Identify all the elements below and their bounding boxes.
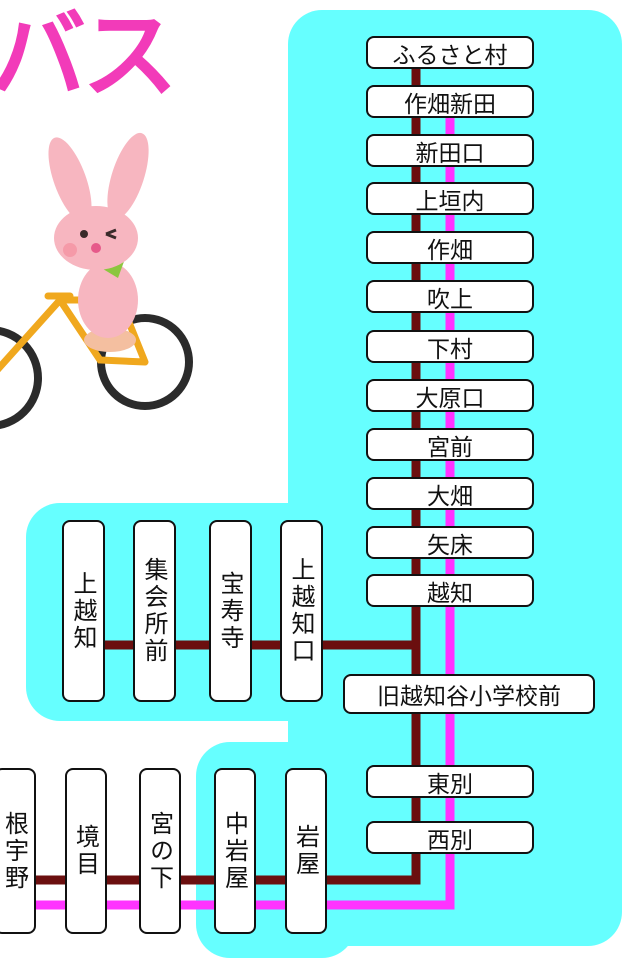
service-area-joint <box>288 700 348 760</box>
rabbit-body <box>78 262 138 338</box>
stop-kamiochiguchi[interactable]: 上越知口 <box>280 520 323 702</box>
stop-iwaya[interactable]: 岩屋 <box>285 768 327 934</box>
rabbit-mouth <box>91 243 101 253</box>
rabbit-head <box>54 206 138 270</box>
stop-ochi[interactable]: 越知 <box>366 574 534 607</box>
stop-hojuji[interactable]: 宝寿寺 <box>209 520 252 702</box>
stop-kamigaito[interactable]: 上垣内 <box>366 182 534 215</box>
stop-kyu-ochidani-school[interactable]: 旧越知谷小学校前 <box>343 674 595 714</box>
stop-sakaime[interactable]: 境目 <box>65 768 107 934</box>
rabbit-eye <box>80 230 88 238</box>
stop-obata[interactable]: 大畑 <box>366 477 534 510</box>
stop-shukaijomae[interactable]: 集会所前 <box>133 520 176 702</box>
stop-sakuhata[interactable]: 作畑 <box>366 231 534 264</box>
stop-shindenguchi[interactable]: 新田口 <box>366 134 534 167</box>
rabbit-left-ear <box>48 137 92 223</box>
stop-nishibetsu[interactable]: 西別 <box>366 821 534 854</box>
rabbit-right-ear <box>107 132 149 220</box>
stop-neuno[interactable]: 根宇野 <box>0 768 36 934</box>
stop-miyamae[interactable]: 宮前 <box>366 428 534 461</box>
rabbit-bicycle-illustration <box>0 132 193 430</box>
stop-furusato-mura[interactable]: ふるさと村 <box>366 36 534 69</box>
stop-kamiochi[interactable]: 上越知 <box>62 520 105 702</box>
stop-fukiage[interactable]: 吹上 <box>366 280 534 313</box>
rabbit-wink <box>105 228 117 240</box>
stop-higashibetsu[interactable]: 東別 <box>366 765 534 798</box>
rabbit-cheek <box>63 243 77 257</box>
stop-nakaiwaya[interactable]: 中岩屋 <box>214 768 256 934</box>
stop-oharaguchi[interactable]: 大原口 <box>366 379 534 412</box>
stop-shimomura[interactable]: 下村 <box>366 330 534 363</box>
stop-miyanoshita[interactable]: 宮の下 <box>139 768 181 934</box>
bicycle-rear-wheel-icon <box>0 326 42 430</box>
stop-yatoko[interactable]: 矢床 <box>366 526 534 559</box>
stop-sakuhata-shinden[interactable]: 作畑新田 <box>366 85 534 118</box>
title-fragment: バス <box>0 0 178 112</box>
